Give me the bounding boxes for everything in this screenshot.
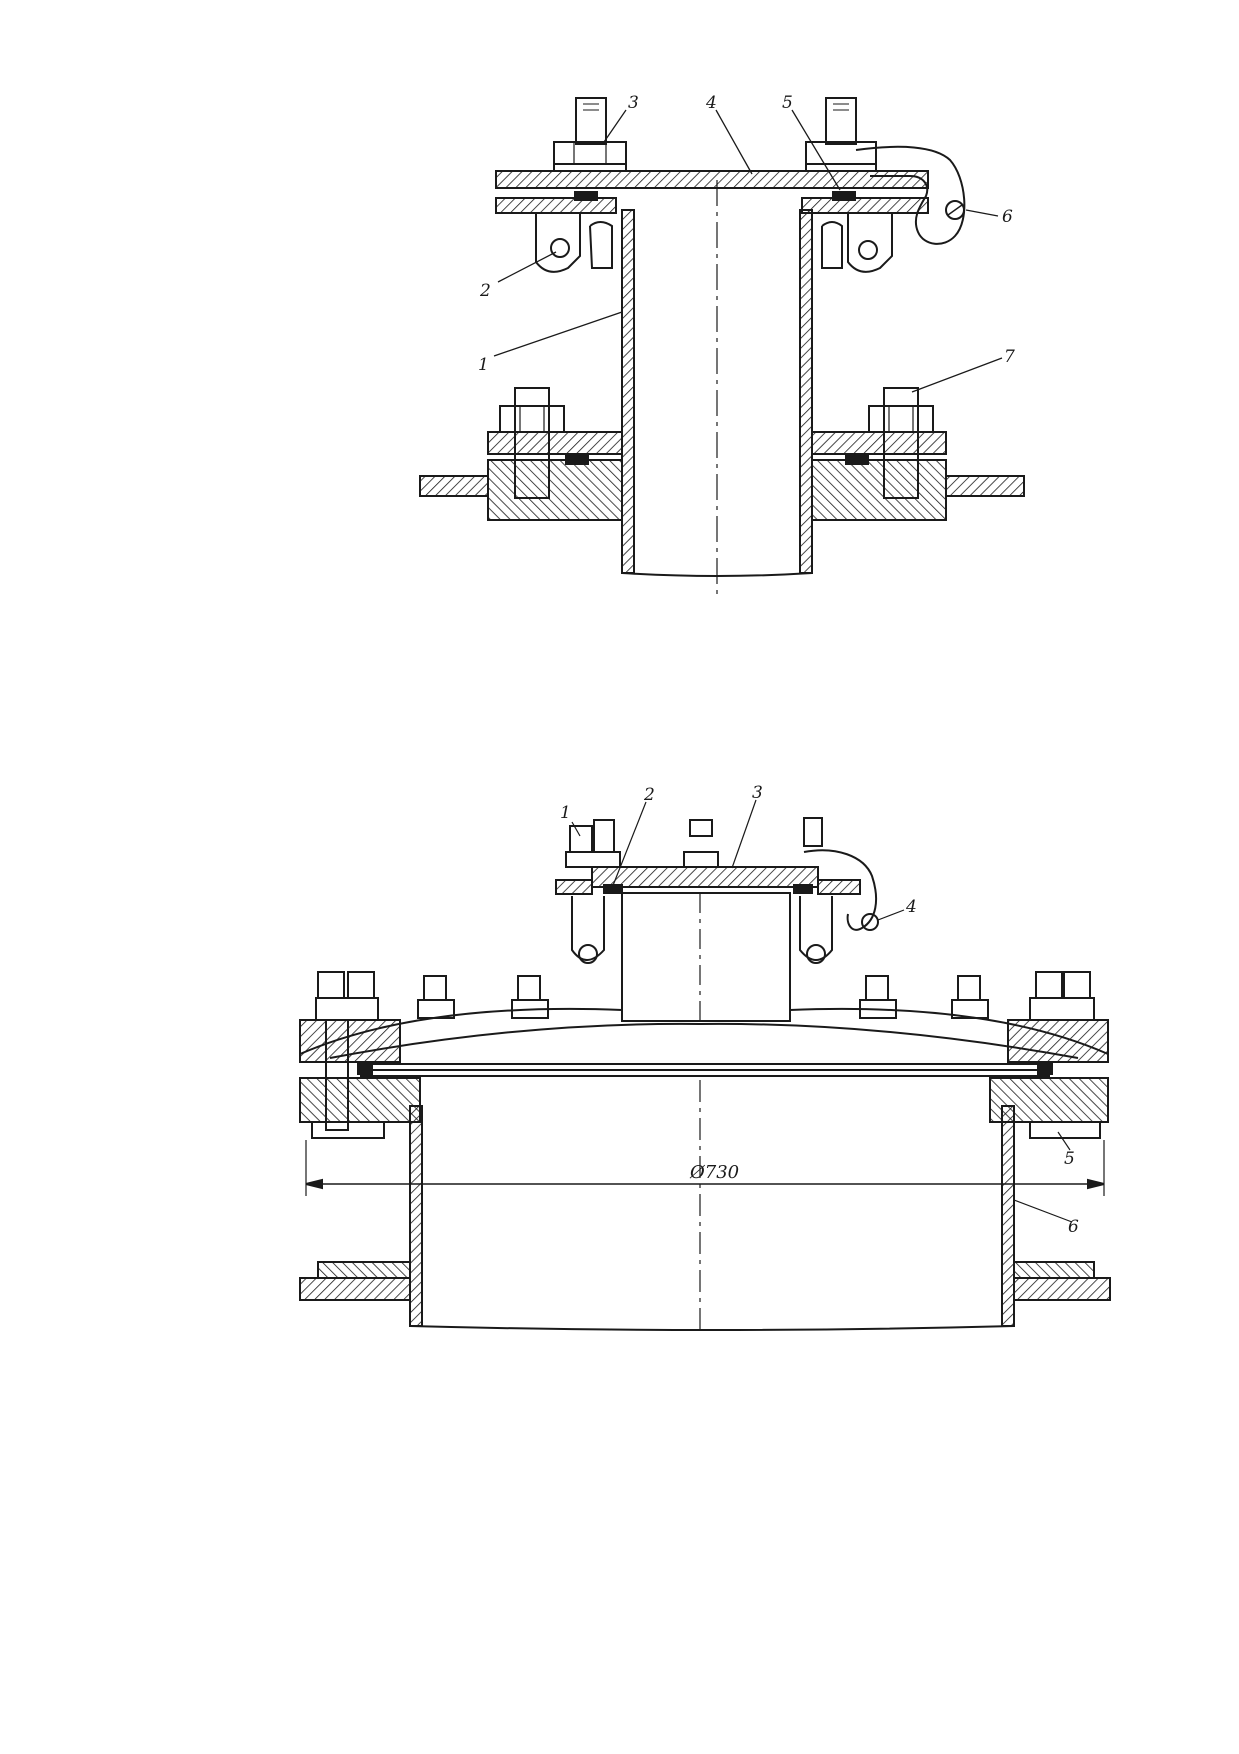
diameter-label: Ø730 [689,1162,739,1183]
washer-left-top [553,163,627,172]
hinge-lug-right [821,221,843,269]
cover-plate [495,170,929,189]
nut-left-bottom [499,405,565,433]
callout-1-top: 1 [478,355,489,375]
gasket-right [832,191,856,201]
washer-right-top [805,163,877,172]
hook-pin [945,200,965,220]
callout-7-top: 7 [1004,347,1015,367]
callout-5-top: 5 [782,93,793,113]
swing-bolt-hook-small [803,849,878,931]
base-plate-right [945,475,1025,497]
callout-6-top: 6 [1002,207,1013,227]
stud-left-bottom [514,387,550,499]
lower-flange-left [487,431,623,455]
lower-body-right [811,459,947,521]
stud-right-bottom [883,387,919,499]
small-cover-plate [591,866,819,888]
lower-body-left [487,459,623,521]
stud-left-top [575,97,607,145]
nut-right-bottom [868,405,934,433]
upper-flange-left [495,197,617,214]
bottom-figure [299,799,1111,1331]
callout-4-bottom: 4 [905,897,917,917]
nut-left-top [553,141,627,165]
top-figure [419,97,1025,598]
big-flange-right [1007,1019,1109,1063]
lower-flange-right [811,431,947,455]
hinge-lug-left [535,214,581,273]
callout-3-bottom: 3 [752,783,763,803]
base-plate-left [419,475,489,497]
big-flange-left [299,1019,401,1063]
callout-1-bottom: 1 [560,803,571,823]
callout-6-bottom: 6 [1068,1217,1079,1237]
pipe-wall-right [799,209,813,574]
swing-bolt-hook [855,145,966,245]
stud-right-top [825,97,857,145]
pipe-wall-left [621,209,635,574]
nut-right-top [805,141,877,165]
callout-5-bottom: 5 [1064,1149,1075,1169]
shell-wall-right [1001,1105,1015,1327]
shell-wall-left [409,1105,423,1327]
callout-3-top: 3 [628,93,639,113]
callout-2-bottom: 2 [643,785,655,805]
nozzle-body [621,892,791,1022]
upper-flange-right [801,197,929,214]
callout-2-top: 2 [479,281,491,301]
gasket-left [574,191,598,201]
callout-4-top: 4 [705,93,717,113]
